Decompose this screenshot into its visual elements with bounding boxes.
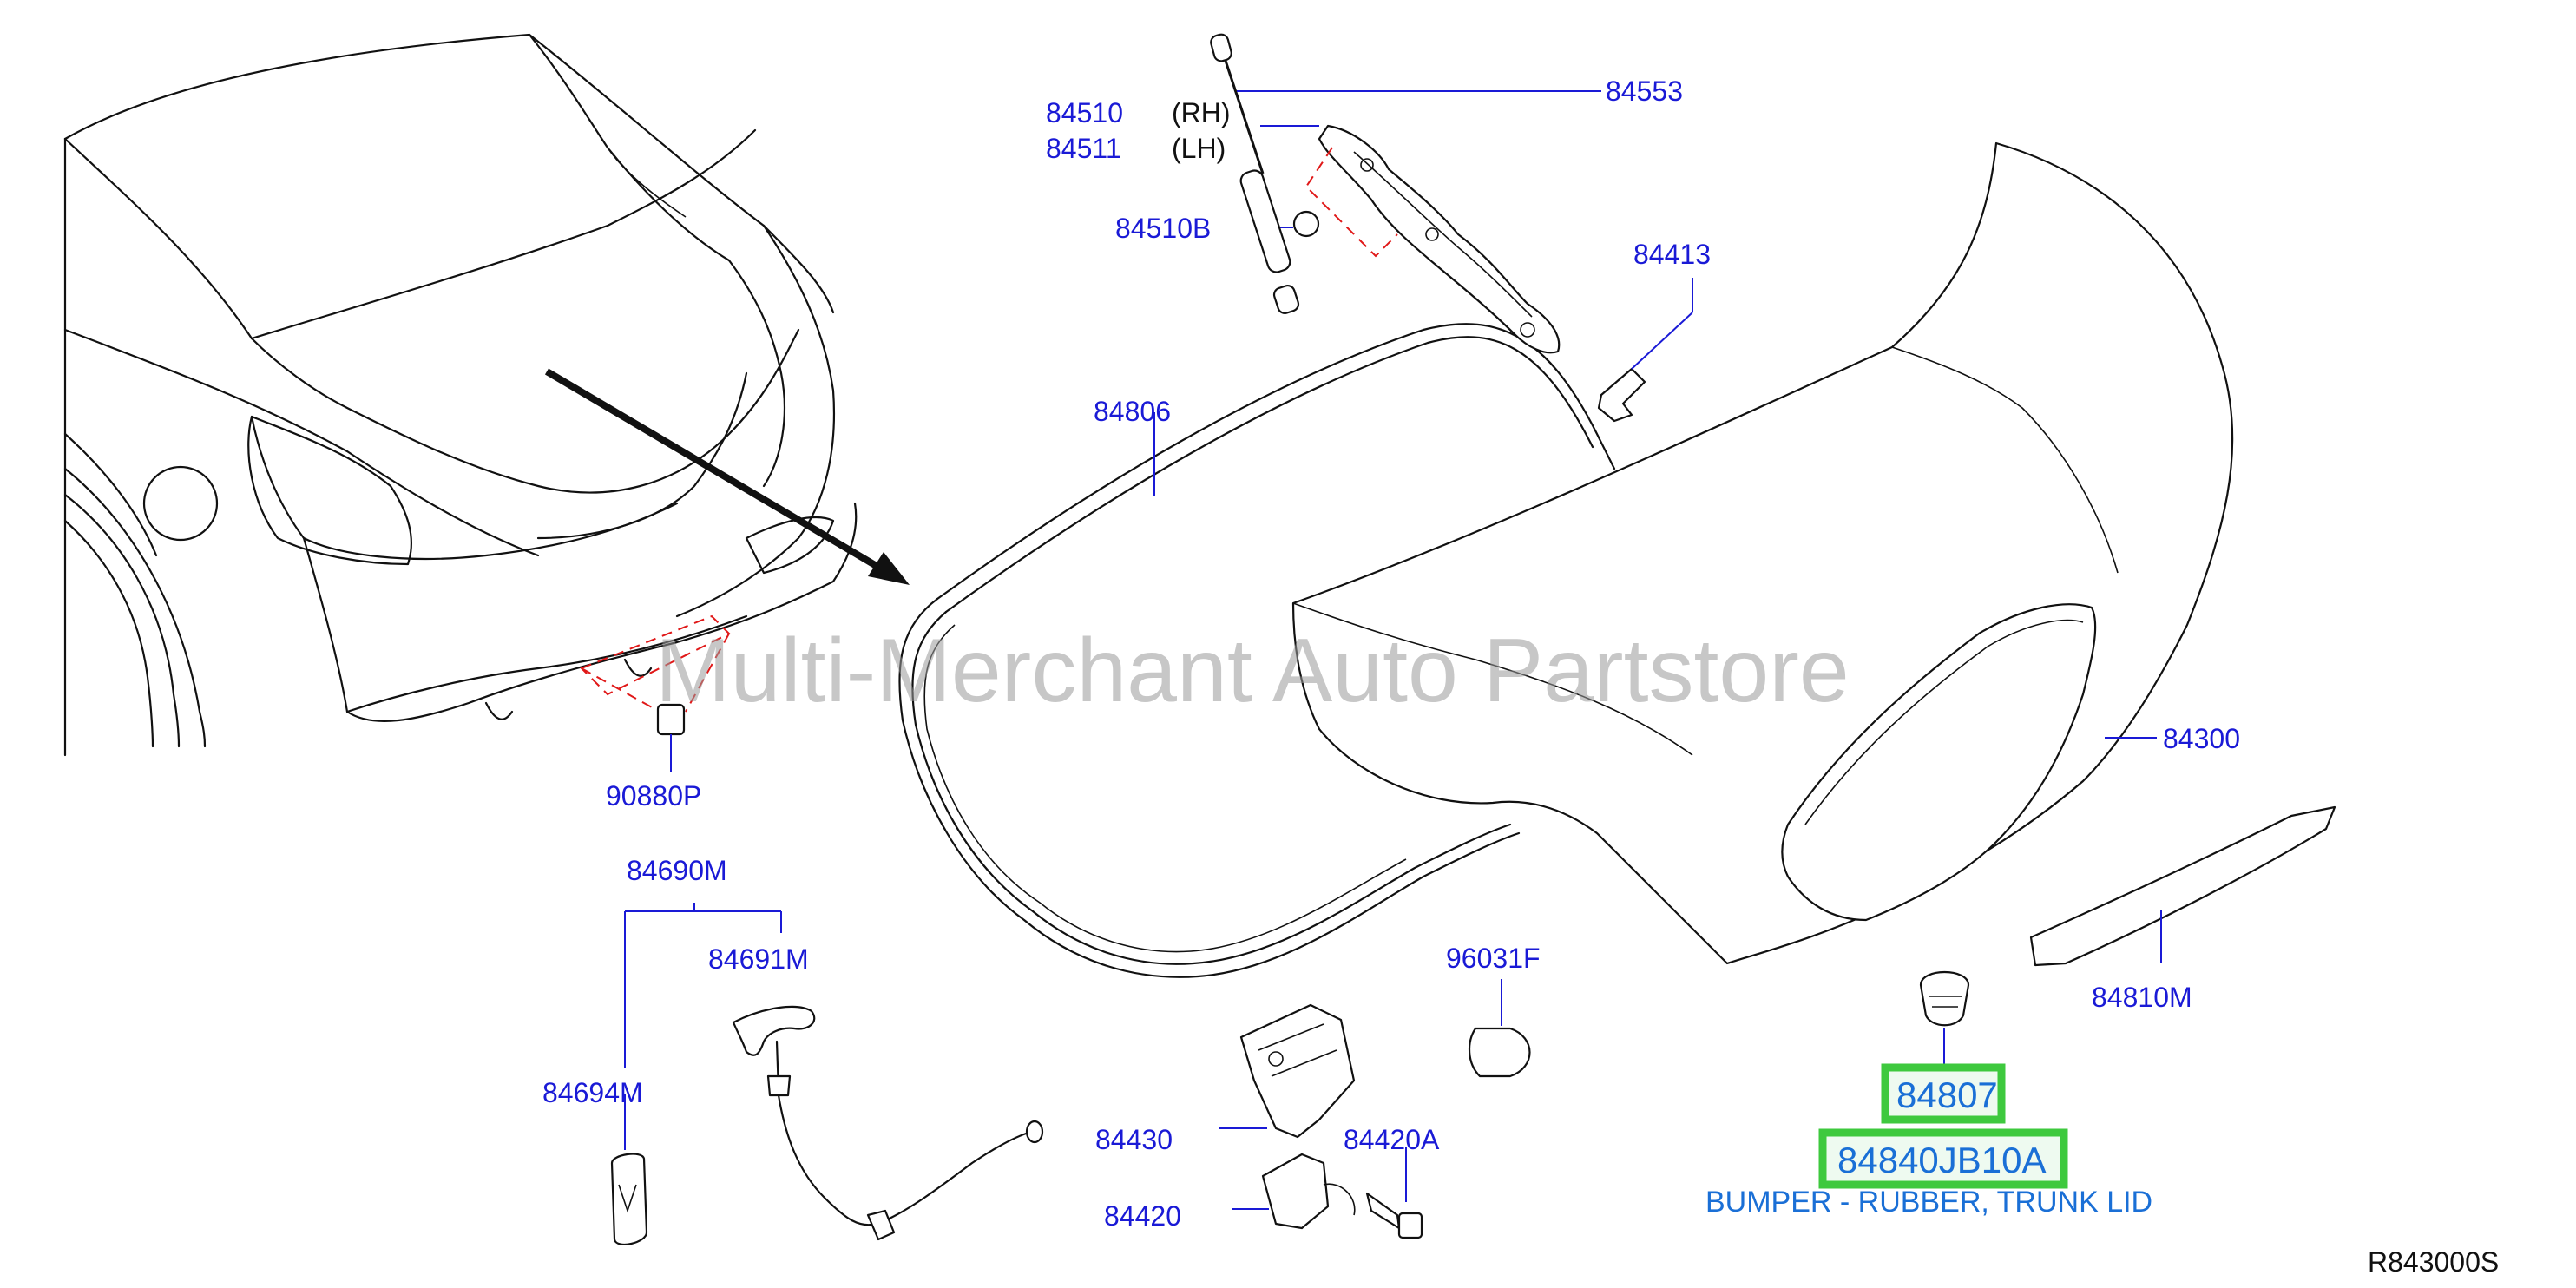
badge-84694M [610,1094,648,1246]
label-84413[interactable]: 84413 [1633,239,1711,270]
label-84691M[interactable]: 84691M [708,943,809,975]
car-rear-illustration [63,33,858,757]
label-90880P[interactable]: 90880P [606,780,701,812]
striker-84420 [1232,1153,1356,1230]
bolt-84420A [1365,1147,1423,1239]
trunk-lid-84300 [1291,141,2234,965]
figure-code: R843000S [2368,1246,2499,1278]
label-84511[interactable]: 84511 [1046,133,1121,164]
label-84810M[interactable]: 84810M [2092,982,2192,1013]
latch-84430 [1219,1003,1356,1139]
label-96031F[interactable]: 96031F [1446,943,1541,974]
label-84511-side: (LH) [1172,133,1226,164]
label-84420[interactable]: 84420 [1104,1200,1181,1232]
weatherstrip-84806 [898,323,1616,978]
highlight-box-84807 [1881,1063,2006,1124]
highlight-part-number[interactable]: 84807 [1896,1074,1998,1115]
label-84420A[interactable]: 84420A [1344,1124,1440,1155]
label-84510-side: (RH) [1172,97,1231,128]
rubber-bumper-84807 [1919,970,1970,1066]
label-84694M[interactable]: 84694M [542,1077,643,1108]
moulding-84810M [2029,805,2336,967]
highlight-box-catalog [1818,1128,2068,1189]
part-labels: 84510 (RH) 84511 (LH) 84510B 84553 84413… [542,76,2240,1232]
clip-96031F [1468,979,1531,1078]
highlight-selected-part: 84807 84840JB10A BUMPER - RUBBER, TRUNK … [1705,1063,2152,1219]
label-84300[interactable]: 84300 [2163,723,2240,754]
highlight-catalog-number[interactable]: 84840JB10A [1837,1140,2047,1180]
label-84430[interactable]: 84430 [1095,1124,1173,1155]
label-84690M[interactable]: 84690M [627,855,727,886]
watermark-text: Multi-Merchant Auto Partstore [655,621,1850,721]
label-84806[interactable]: 84806 [1094,396,1171,427]
nut-84510B [1292,210,1320,238]
hinge-84510 [1260,124,1561,354]
callout-90880P [580,614,731,772]
label-84553[interactable]: 84553 [1606,76,1683,107]
highlight-description: BUMPER - RUBBER, TRUNK LID [1705,1186,2152,1219]
gas-strut-84553 [1210,33,1601,314]
direction-arrow [544,368,910,585]
label-84510B[interactable]: 84510B [1115,213,1211,244]
leader-lines [1153,412,2157,739]
label-84510[interactable]: 84510 [1046,97,1123,128]
bracket-84413 [1597,278,1693,423]
handle-cable-84690M [624,903,1044,1241]
